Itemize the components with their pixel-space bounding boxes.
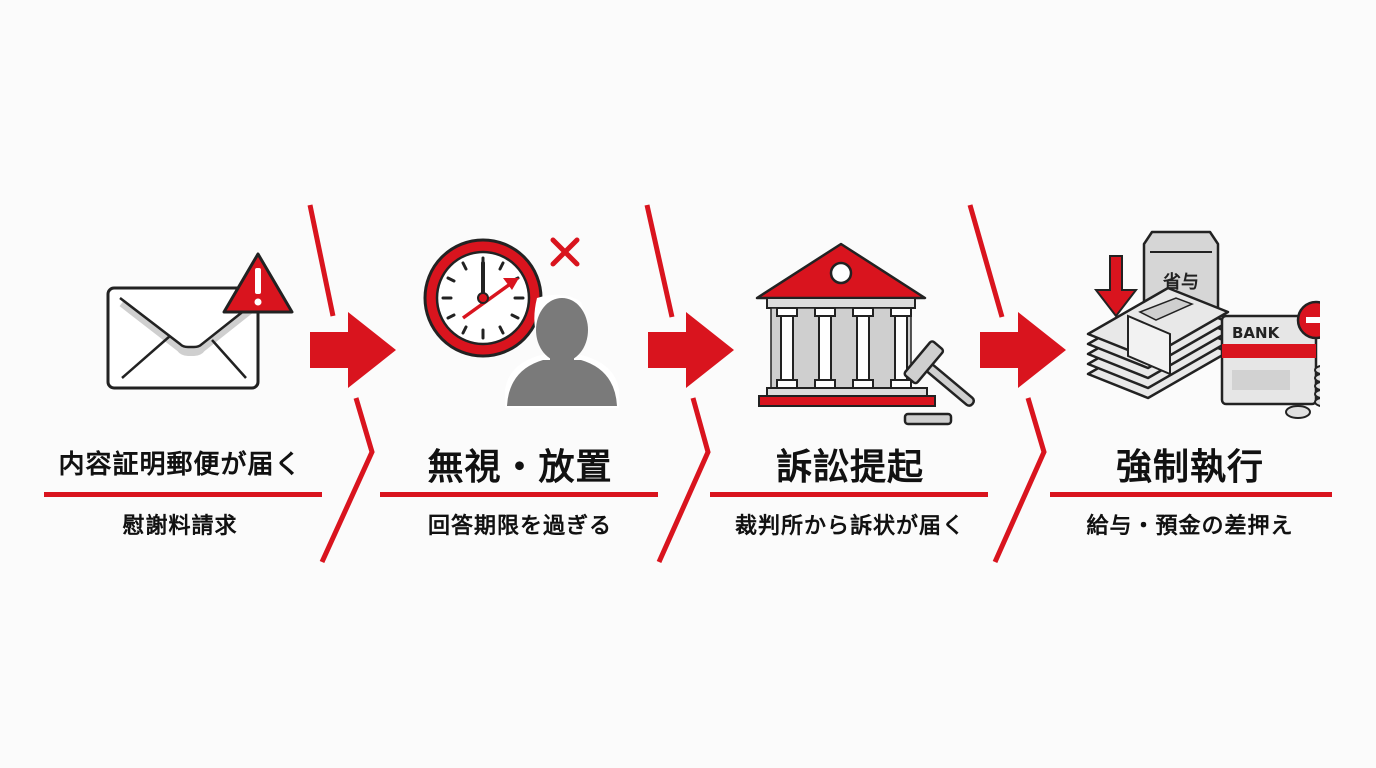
divider-line	[1050, 492, 1332, 497]
step-subtitle: 回答期限を過ぎる	[427, 514, 612, 539]
step-1: 内容証明郵便が届く 慰謝料請求	[0, 0, 340, 768]
divider-line	[44, 492, 322, 497]
step-subtitle: 給与・預金の差押え	[1086, 514, 1294, 539]
step-subtitle: 慰謝料請求	[122, 514, 238, 539]
arrow-right-icon	[648, 312, 734, 388]
arrow-right-icon	[980, 312, 1066, 388]
step-title: 強制執行	[1115, 447, 1264, 488]
bank-label: BANK	[1232, 324, 1281, 342]
clock-person-ignore-icon	[415, 230, 625, 419]
step-3: 訴訟提起 裁判所から訴状が届く	[700, 0, 1000, 768]
divider-line	[710, 492, 988, 497]
step-subtitle: 裁判所から訴状が届く	[734, 514, 965, 539]
separator-3	[967, 204, 1047, 564]
separator-2	[644, 204, 711, 564]
separator-1	[307, 204, 375, 564]
step-4: 省与 BANK	[1040, 0, 1342, 768]
arrow-right-icon	[310, 312, 396, 388]
courthouse-gavel-icon	[755, 238, 985, 432]
step-title: 内容証明郵便が届く	[58, 450, 302, 480]
envelope-warning-icon	[100, 248, 300, 402]
envelope-label: 省与	[1162, 271, 1199, 293]
step-title: 無視・放置	[427, 447, 613, 488]
divider-line	[380, 492, 658, 497]
step-2: 無視・放置 回答期限を過ぎる	[370, 0, 670, 768]
step-title: 訴訟提起	[775, 447, 924, 488]
